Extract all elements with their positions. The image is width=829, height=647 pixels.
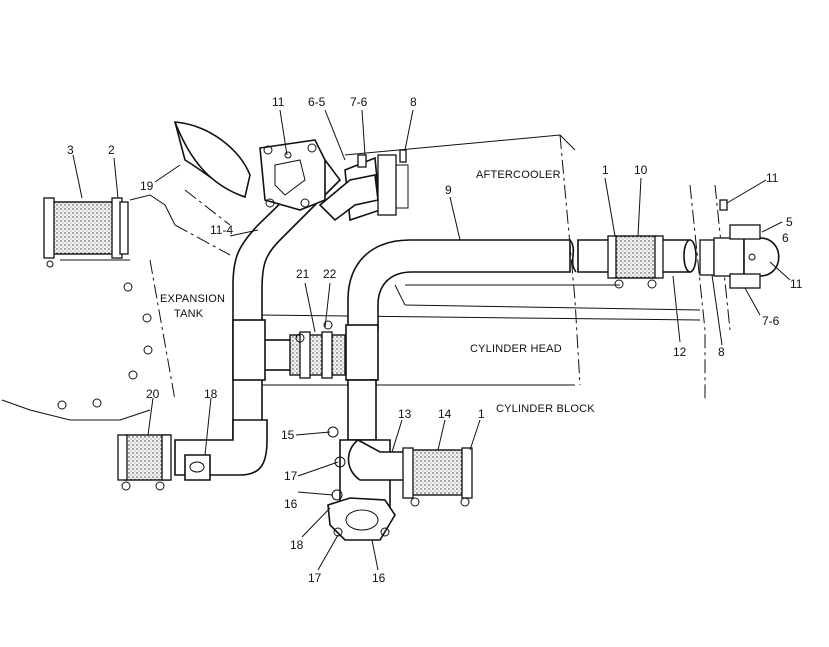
flange-11 xyxy=(259,139,326,211)
callout-22: 22 xyxy=(323,267,337,281)
callout-11-right-top: 11 xyxy=(766,171,779,185)
label-tank: TANK xyxy=(174,308,204,320)
elbow-19 xyxy=(173,121,251,199)
callout-8-top: 8 xyxy=(410,95,417,109)
callout-21: 21 xyxy=(296,267,310,281)
callout-2: 2 xyxy=(108,143,115,157)
callout-16-bottom: 16 xyxy=(372,571,386,585)
callout-19: 19 xyxy=(140,179,154,193)
pipe-9 xyxy=(347,239,577,331)
pipe-12 xyxy=(577,235,697,289)
callout-13: 13 xyxy=(398,407,412,421)
label-expansion: EXPANSION xyxy=(160,293,225,305)
callout-18-left: 18 xyxy=(204,387,218,401)
label-cylinder-head: CYLINDER HEAD xyxy=(470,343,562,355)
callout-9: 9 xyxy=(445,183,452,197)
callout-11-right: 11 xyxy=(790,277,803,291)
coupling-21-22 xyxy=(259,320,371,379)
callout-10: 10 xyxy=(634,163,648,177)
callout-3: 3 xyxy=(67,143,74,157)
callout-20: 20 xyxy=(146,387,160,401)
lower-tee xyxy=(327,426,473,541)
callout-16-upper: 16 xyxy=(284,497,298,511)
right-fitting xyxy=(699,199,780,289)
callout-17-upper: 17 xyxy=(284,469,298,483)
label-aftercooler: AFTERCOOLER xyxy=(476,169,561,181)
vertical-pipes xyxy=(232,319,379,441)
callout-18-bottom: 18 xyxy=(290,538,304,552)
callout-8-right: 8 xyxy=(718,345,725,359)
callout-11-top: 11 xyxy=(272,95,285,109)
callout-7-6-top: 7-6 xyxy=(350,95,368,109)
callout-15: 15 xyxy=(281,428,295,442)
lower-left-elbow xyxy=(117,419,268,491)
callout-7-6-right: 7-6 xyxy=(762,314,780,328)
leader-lines xyxy=(72,109,791,571)
clamp-assembly-2-3 xyxy=(43,197,129,259)
callout-6: 6 xyxy=(782,231,789,245)
callout-11-4: 11-4 xyxy=(210,223,233,237)
aftercooler-inlet xyxy=(318,149,409,222)
callout-14: 14 xyxy=(438,407,452,421)
callout-17-bottom: 17 xyxy=(308,571,322,585)
label-cylinder-block: CYLINDER BLOCK xyxy=(496,403,595,415)
callout-5: 5 xyxy=(786,215,793,229)
callout-12: 12 xyxy=(673,345,687,359)
engine-outline xyxy=(1,134,731,421)
callout-1-right: 1 xyxy=(602,163,609,177)
callout-1-bottom: 1 xyxy=(478,407,485,421)
callout-6-5: 6-5 xyxy=(308,95,326,109)
